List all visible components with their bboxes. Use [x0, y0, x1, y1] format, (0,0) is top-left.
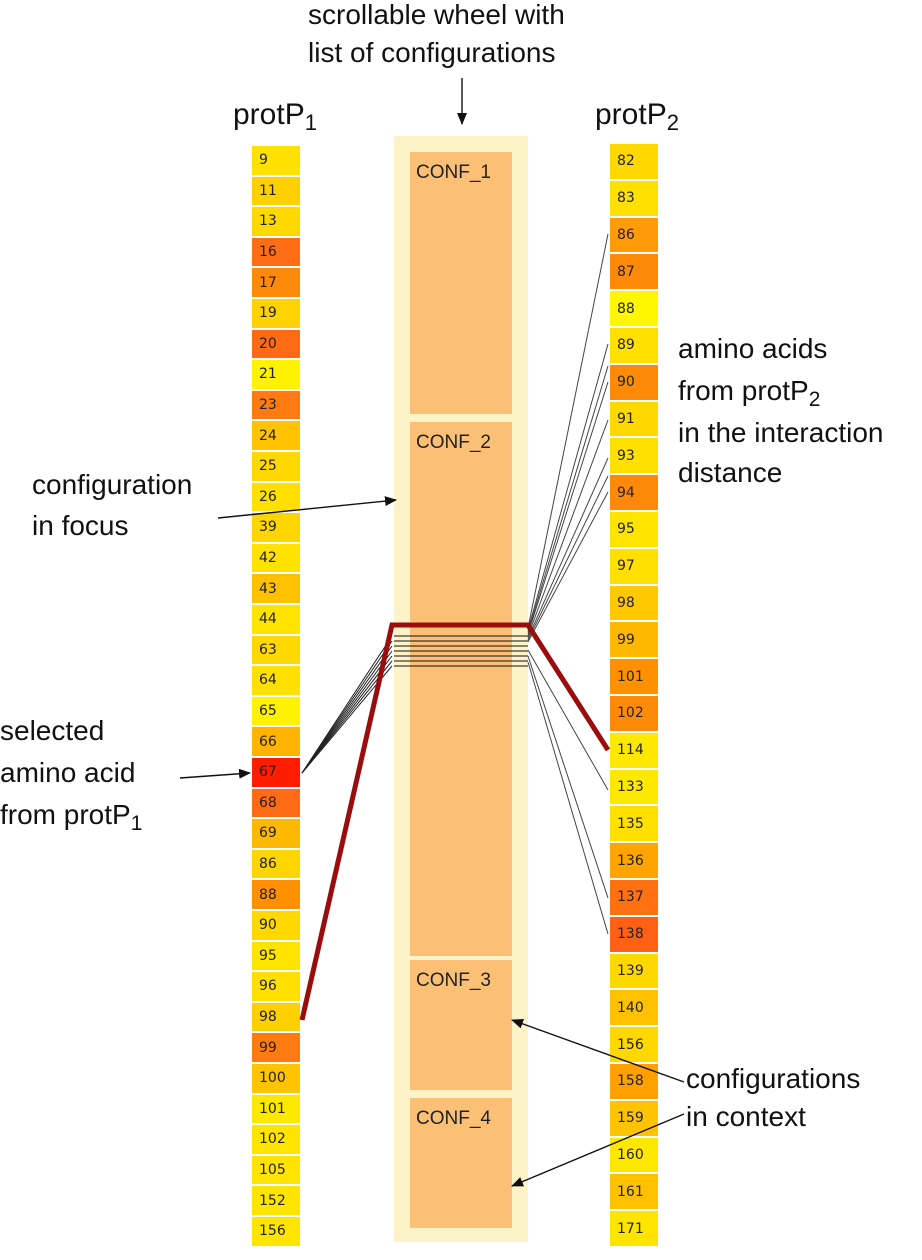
protein2-residue-102[interactable]: 102 — [610, 696, 658, 732]
selected-annotation-line-1: selected — [0, 715, 105, 746]
protein2-residue-159[interactable]: 159 — [610, 1100, 658, 1137]
protein1-residue-152[interactable]: 152 — [252, 1186, 300, 1216]
protein2-residue-137[interactable]: 137 — [610, 880, 658, 916]
configuration-bands — [394, 635, 528, 667]
protein2-residue-136[interactable]: 136 — [610, 843, 658, 879]
header-line-2: list of configurations — [308, 37, 556, 68]
protein1-residue-44[interactable]: 44 — [252, 605, 300, 635]
protein2-title: protP2 — [595, 98, 679, 135]
protein2-residue-156[interactable]: 156 — [610, 1027, 658, 1063]
protein1-residue-66[interactable]: 66 — [252, 727, 300, 757]
protein2-residue-158[interactable]: 158 — [610, 1064, 658, 1100]
protein1-residue-13[interactable]: 13 — [252, 207, 300, 237]
protein1-residue-9[interactable]: 9 — [252, 146, 300, 176]
protein1-residue-101[interactable]: 101 — [252, 1094, 300, 1125]
protein2-residue-83[interactable]: 83 — [610, 180, 658, 217]
selected-residue-links — [301, 635, 393, 774]
amino-annotation-line-1: amino acids — [678, 333, 828, 364]
protein1-residue-68[interactable]: 68 — [252, 788, 300, 819]
context-annotation-line-2: in context — [686, 1101, 806, 1132]
protein1-residue-96[interactable]: 96 — [252, 972, 300, 1002]
protein2-residue-93[interactable]: 93 — [610, 438, 658, 475]
protein1-residue-43[interactable]: 43 — [252, 574, 300, 604]
protein1-residue-90[interactable]: 90 — [252, 911, 300, 941]
protein2-residue-101[interactable]: 101 — [610, 659, 658, 695]
interaction-links — [527, 233, 609, 935]
protein1-residue-156[interactable]: 156 — [252, 1217, 300, 1247]
protein1-residue-95[interactable]: 95 — [252, 941, 300, 972]
amino-annotation-line-4: distance — [678, 457, 783, 488]
protein1-residue-88[interactable]: 88 — [252, 880, 300, 910]
protein1-residue-63[interactable]: 63 — [252, 635, 300, 666]
protein1-residue-100[interactable]: 100 — [252, 1064, 300, 1094]
protein2-residue-139[interactable]: 139 — [610, 953, 658, 990]
protein1-residue-25[interactable]: 25 — [252, 452, 300, 482]
protein2-residue-88[interactable]: 88 — [610, 291, 658, 327]
protein2-residue-133[interactable]: 133 — [610, 769, 658, 806]
protein1-residue-20[interactable]: 20 — [252, 329, 300, 360]
protein1-residue-11[interactable]: 11 — [252, 176, 300, 207]
protein1-residue-64[interactable]: 64 — [252, 666, 300, 696]
context-annotation-line-1: configurations — [686, 1063, 861, 1094]
protein1-residue-69[interactable]: 69 — [252, 819, 300, 849]
configuration-4[interactable]: CONF_4 — [410, 1098, 512, 1228]
highlight-path — [299, 622, 611, 1021]
protein1-residue-23[interactable]: 23 — [252, 390, 300, 421]
focus-annotation-line-2: in focus — [32, 510, 129, 541]
header-line-1: scrollable wheel with — [308, 0, 565, 30]
configuration-wheel[interactable]: CONF_1 CONF_2 CONF_3 CONF_4 — [394, 136, 528, 1242]
configuration-2-label: CONF_2 — [416, 432, 491, 453]
protein2-residue-94[interactable]: 94 — [610, 475, 658, 511]
selected-annotation-line-2: amino acid — [0, 757, 136, 788]
configuration-3-label: CONF_3 — [416, 970, 491, 991]
protein1-residue-24[interactable]: 24 — [252, 421, 300, 451]
selected-annotation-line-3: from protP1 — [0, 799, 143, 835]
protein1-residue-19[interactable]: 19 — [252, 299, 300, 329]
configuration-1[interactable]: CONF_1 — [410, 152, 512, 414]
protein1-residue-105[interactable]: 105 — [252, 1155, 300, 1186]
protein2-residue-140[interactable]: 140 — [610, 990, 658, 1027]
protein1-residue-42[interactable]: 42 — [252, 543, 300, 574]
protein1-residue-67[interactable]: 67 — [252, 758, 300, 788]
protein1-residue-17[interactable]: 17 — [252, 268, 300, 298]
protein2-residue-135[interactable]: 135 — [610, 806, 658, 843]
protein1-residue-86[interactable]: 86 — [252, 849, 300, 880]
protein1-residue-99[interactable]: 99 — [252, 1033, 300, 1063]
protein2-residue-91[interactable]: 91 — [610, 401, 658, 438]
protein2-residue-89[interactable]: 89 — [610, 328, 658, 364]
configuration-1-label: CONF_1 — [416, 162, 491, 183]
protein1-residue-39[interactable]: 39 — [252, 513, 300, 543]
protein2-residue-90[interactable]: 90 — [610, 364, 658, 401]
protein1-residue-98[interactable]: 98 — [252, 1002, 300, 1033]
protein2-residue-97[interactable]: 97 — [610, 548, 658, 585]
configuration-4-label: CONF_4 — [416, 1108, 491, 1129]
protein1-residue-16[interactable]: 16 — [252, 237, 300, 268]
amino-annotation-line-2: from protP2 — [678, 375, 821, 411]
protein2-residue-138[interactable]: 138 — [610, 916, 658, 953]
configuration-3[interactable]: CONF_3 — [410, 960, 512, 1090]
amino-annotation-line-3: in the interaction — [678, 417, 884, 448]
protein1-residue-65[interactable]: 65 — [252, 696, 300, 727]
protein2-residue-86[interactable]: 86 — [610, 217, 658, 254]
protein2-residue-95[interactable]: 95 — [610, 512, 658, 548]
protein2-residue-82[interactable]: 82 — [610, 144, 658, 180]
protein2-residue-99[interactable]: 99 — [610, 622, 658, 659]
protein2-residue-161[interactable]: 161 — [610, 1174, 658, 1211]
protein1-residue-102[interactable]: 102 — [252, 1125, 300, 1155]
configuration-2-in-focus[interactable]: CONF_2 — [410, 422, 512, 956]
protein2-residue-160[interactable]: 160 — [610, 1137, 658, 1174]
protein2-residue-171[interactable]: 171 — [610, 1211, 658, 1247]
protein1-title: protP1 — [233, 98, 317, 135]
protein2-residue-114[interactable]: 114 — [610, 732, 658, 769]
focus-annotation-line-1: configuration — [32, 469, 193, 500]
annotation-arrows — [179, 78, 685, 1187]
protein1-residue-21[interactable]: 21 — [252, 360, 300, 390]
protein2-residue-87[interactable]: 87 — [610, 254, 658, 291]
protein2-residue-98[interactable]: 98 — [610, 585, 658, 622]
